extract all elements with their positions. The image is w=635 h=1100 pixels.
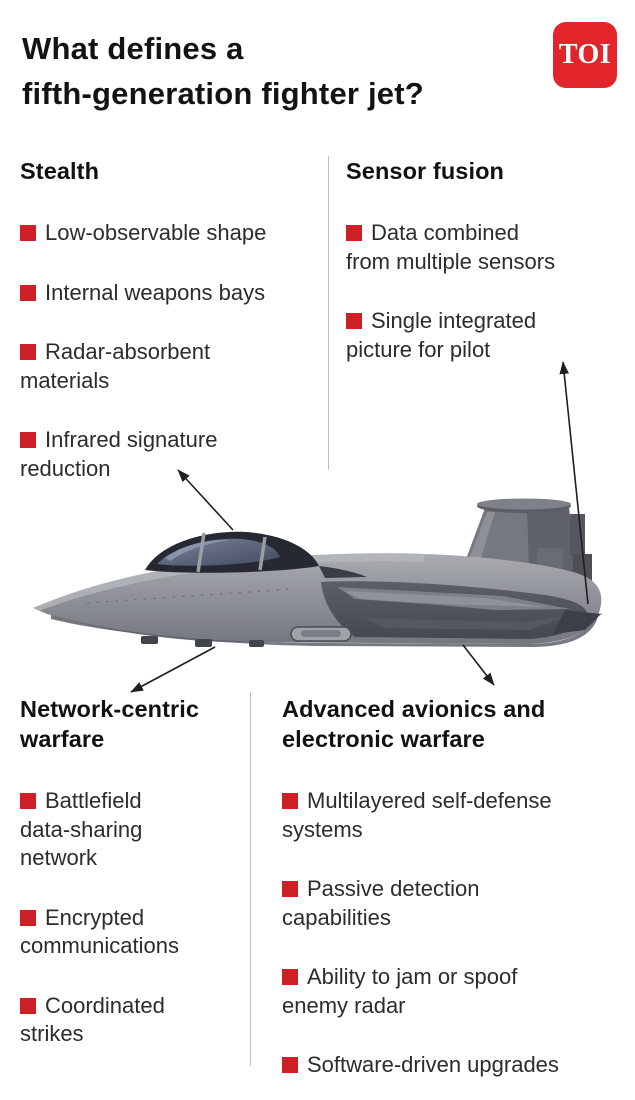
section-network-centric-warfare: Network-centric warfare Battlefield data…: [20, 694, 242, 1080]
bullet-item-text: Battlefield data-sharing network: [20, 788, 143, 870]
red-square-icon: [20, 909, 36, 926]
red-square-icon: [20, 284, 36, 301]
bullet-item-text: Radar-absorbent materials: [20, 339, 211, 393]
bullet-item-text: Passive detection capabilities: [282, 876, 480, 930]
section-stealth: Stealth Low-observable shape Internal we…: [20, 156, 316, 514]
bullet-item: Ability to jam or spoof enemy radar: [282, 963, 632, 1020]
top-section-divider: [328, 156, 329, 470]
bullet-item: Data combined from multiple sensors: [346, 219, 624, 276]
section-heading: Stealth: [20, 158, 100, 184]
toi-logo: TOI: [553, 22, 617, 88]
red-square-icon: [20, 793, 36, 809]
red-square-icon: [282, 1057, 298, 1073]
bullet-item: Multilayered self-defense systems: [282, 787, 632, 844]
section-heading: Network-centric warfare: [20, 696, 200, 752]
bullet-item: Radar-absorbent materials: [20, 338, 316, 395]
fighter-jet-illustration: [33, 498, 603, 647]
section-heading: Sensor fusion: [346, 158, 504, 184]
section-advanced-avionics: Advanced avionics and electronic warfare…: [282, 694, 632, 1100]
bullet-item: Coordinated strikes: [20, 992, 242, 1049]
red-square-icon: [282, 881, 298, 897]
red-square-icon: [282, 969, 298, 985]
toi-logo-text: TOI: [558, 39, 612, 70]
bullet-item: Software-driven upgrades: [282, 1051, 632, 1080]
section-heading: Advanced avionics and electronic warfare: [282, 696, 546, 752]
bullet-item: Encrypted communications: [20, 904, 242, 961]
bullet-item: Battlefield data-sharing network: [20, 787, 242, 873]
bullet-item-text: Multilayered self-defense systems: [282, 788, 552, 842]
red-square-icon: [20, 344, 36, 360]
bullet-item-text: Data combined from multiple sensors: [346, 220, 556, 274]
bullet-item-text: Single integrated picture for pilot: [346, 308, 537, 362]
section-sensor-fusion: Sensor fusion Data combined from multipl…: [346, 156, 624, 395]
bullet-item-text: Ability to jam or spoof enemy radar: [282, 964, 518, 1018]
bullet-item: Infrared signature reduction: [20, 426, 316, 483]
bullet-item-text: Software-driven upgrades: [307, 1052, 559, 1077]
bullet-item-text: Coordinated strikes: [20, 992, 165, 1047]
bullet-item-text: Internal weapons bays: [45, 279, 266, 305]
bullet-item-text: Encrypted communications: [20, 904, 179, 959]
bullet-item: Low-observable shape: [20, 219, 316, 248]
bullet-item: Single integrated picture for pilot: [346, 307, 624, 364]
red-square-icon: [346, 313, 362, 329]
page-title: What defines a fifth-generation fighter …: [22, 31, 424, 111]
bullet-item: Internal weapons bays: [20, 279, 316, 308]
red-square-icon: [20, 225, 36, 241]
bottom-section-divider: [250, 692, 251, 1066]
red-square-icon: [346, 225, 362, 241]
bullet-item-text: Low-observable shape: [45, 220, 267, 245]
red-square-icon: [20, 432, 36, 448]
red-square-icon: [20, 997, 36, 1014]
bullet-item: Passive detection capabilities: [282, 875, 632, 932]
bullet-item-text: Infrared signature reduction: [20, 427, 218, 481]
red-square-icon: [282, 793, 298, 809]
